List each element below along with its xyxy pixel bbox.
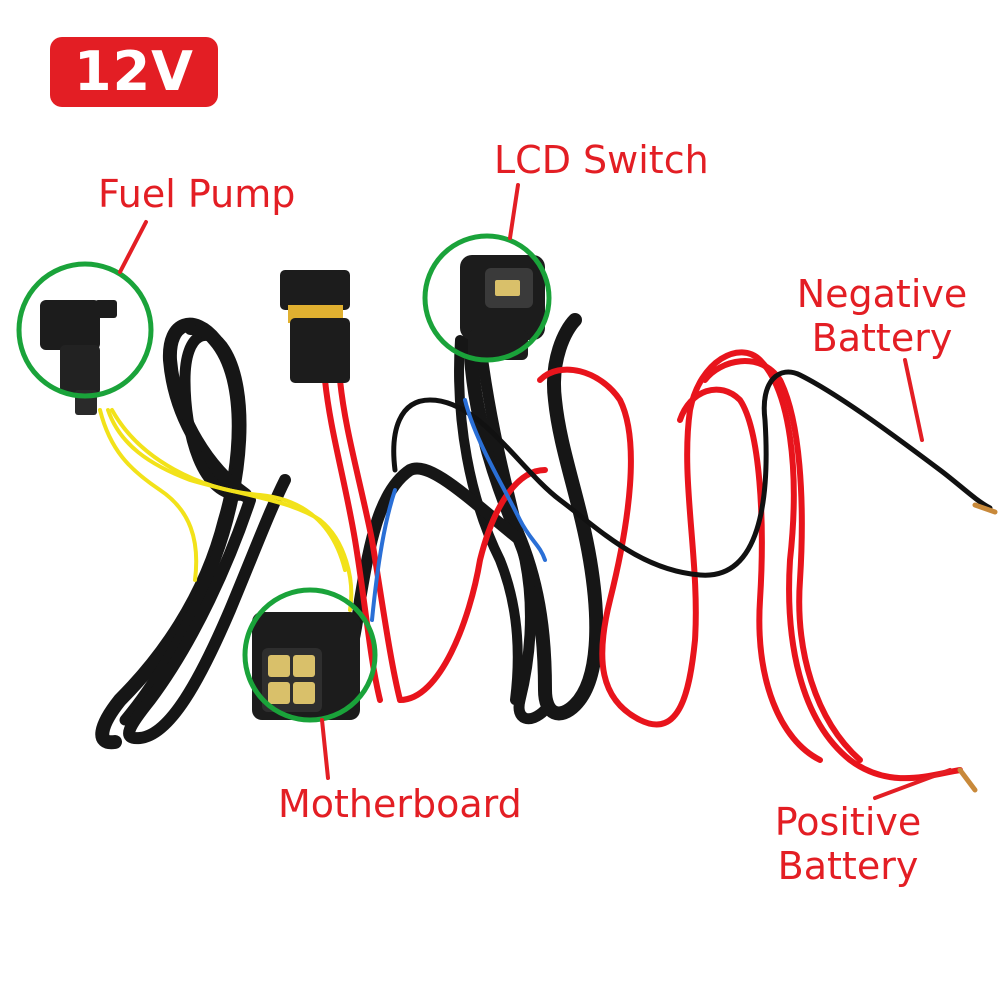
motherboard-leader [320,718,330,780]
negative-battery-label-line-1: Negative [796,272,968,316]
lcd-switch-leader [508,183,520,240]
fuse-holder-connector [280,270,350,383]
black-wire [391,369,993,578]
braided-loom-center [334,313,604,725]
lcd-switch-label: LCD Switch [494,138,709,182]
negative-battery-label-line-2: Battery [811,316,953,360]
positive-wire-end [957,767,978,793]
positive-battery-label-line-1: Positive [774,800,922,844]
lcd-switch-highlight-ring [422,233,552,363]
motherboard-label: Motherboard [278,782,522,826]
fuel-pump-leader [118,220,148,274]
yellow-wires [98,408,354,612]
motherboard-connector [252,612,360,720]
fuel-pump-label: Fuel Pump [98,172,296,216]
braided-loom-left [95,317,291,750]
lcd-switch-connector [460,255,545,360]
negative-battery-leader [903,358,924,442]
negative-wire-end [972,502,998,515]
leader-lines [118,183,952,800]
negative-battery-label: Negative Battery [796,272,968,360]
motherboard-highlight-ring [242,587,378,723]
blue-wires [370,398,547,622]
fuel-pump-highlight-ring [16,261,154,399]
positive-battery-label: Positive Battery [773,800,923,888]
positive-battery-label-line-2: Battery [777,844,919,888]
voltage-badge: 12V [50,37,218,107]
positive-battery-leader [873,768,952,800]
